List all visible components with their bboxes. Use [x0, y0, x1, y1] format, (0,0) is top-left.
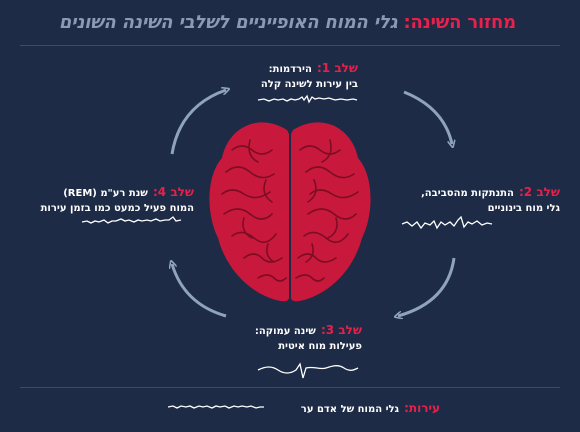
stage-2-name: התנתקות מהסביבה, — [420, 188, 514, 199]
title-highlight: מחזור השינה: — [403, 12, 516, 33]
brain-illustration — [209, 122, 371, 302]
stage-1-label: שלב 1: הירדמות: בין עירות לשינה קלה — [261, 59, 358, 92]
stage-2-description: גלי מוח בינוניים — [487, 203, 560, 214]
page-title: מחזור השינה: גלי המוח האופייניים לשלבי ה… — [59, 12, 516, 33]
cycle-arrow-icon — [172, 264, 227, 318]
stage-3-name: שינה עמוקה: — [254, 326, 316, 337]
stage-1-name: הירדמות: — [268, 64, 312, 75]
stage-2-number: שלב 2: — [518, 185, 560, 199]
stage2-wave-icon — [401, 215, 493, 230]
cycle-arrow-icon — [170, 90, 226, 155]
top-divider — [20, 45, 560, 46]
stage-3-label: שלב 3: שינה עמוקה: פעילות מוח איטית — [255, 321, 362, 354]
awake-title: עירות: — [404, 401, 440, 415]
cycle-arrow-icon — [398, 257, 456, 316]
stage-2-label: שלב 2: התנתקות מהסביבה, גלי מוח בינוניים — [421, 183, 560, 216]
awake-label: עירות: גלי המוח של אדם ער — [301, 397, 440, 416]
stage1-wave-icon — [257, 94, 358, 104]
title-rest: גלי המוח האופייניים לשלבי השינה השונים — [58, 12, 398, 33]
awake-wave-icon — [167, 405, 264, 409]
stage-4-description: המוח פעיל כמעט כמו בזמן עירות — [40, 203, 194, 214]
stage-3-description: פעילות מוח איטית — [278, 341, 362, 352]
stage-4-number: שלב 4: — [152, 185, 194, 199]
bottom-divider — [20, 387, 560, 388]
awake-description: גלי המוח של אדם ער — [300, 404, 400, 415]
stage-1-description: בין עירות לשינה קלה — [260, 79, 358, 90]
stage-1-number: שלב 1: — [316, 61, 358, 75]
cycle-arrow-icon — [403, 90, 452, 144]
stage3-wave-icon — [257, 362, 359, 379]
stage4-wave-icon — [81, 216, 182, 224]
stage-4-label: שלב 4: שנת רע"מ (REM) המוח פעיל כמעט כמו… — [41, 183, 194, 216]
stage-3-number: שלב 3: — [320, 323, 362, 337]
stage-4-name: שנת רע"מ (REM) — [63, 188, 148, 199]
